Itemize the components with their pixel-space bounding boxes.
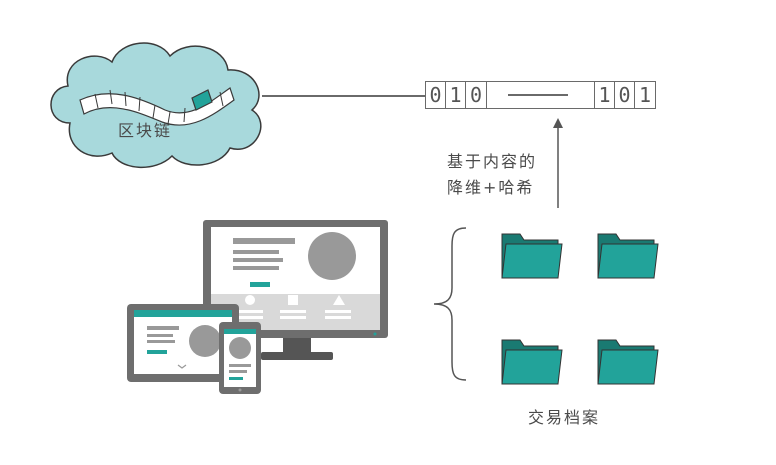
bit: 0 xyxy=(469,83,483,107)
bit: 0 xyxy=(426,82,446,108)
hash-right-bits: 1 0 1 xyxy=(594,81,656,109)
folder-icon xyxy=(501,339,563,385)
bit: 1 xyxy=(638,83,652,107)
blockchain-cloud xyxy=(50,42,262,169)
folder-icon xyxy=(597,233,659,279)
hash-middle-box xyxy=(486,81,594,109)
brace-icon xyxy=(433,227,467,381)
process-label-line1: 基于内容的 xyxy=(447,152,538,171)
ellipsis-dash xyxy=(508,94,568,96)
blockchain-label: 区块链 xyxy=(118,121,173,140)
connector-line xyxy=(262,95,425,97)
folder-icon xyxy=(597,339,659,385)
archives-label: 交易档案 xyxy=(528,408,601,427)
bit: 1 xyxy=(446,82,466,108)
folder-icon xyxy=(501,233,563,279)
up-arrow-icon xyxy=(553,118,563,208)
chain-icon xyxy=(79,87,235,126)
hash-left-bits: 0 1 0 xyxy=(425,81,487,109)
devices-illustration xyxy=(127,220,388,394)
process-label-line2: 降维+哈希 xyxy=(447,178,535,197)
bit: 1 xyxy=(595,82,615,108)
bit: 0 xyxy=(615,82,635,108)
